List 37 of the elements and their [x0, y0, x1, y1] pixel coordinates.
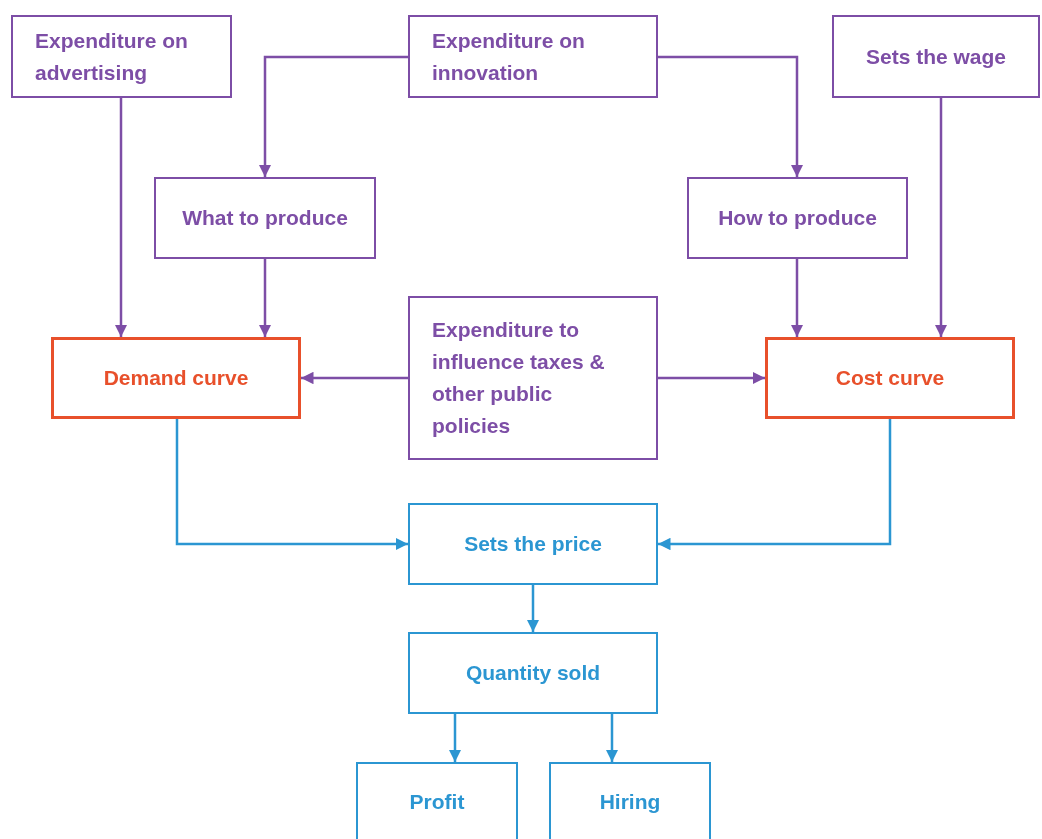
process-box [687, 177, 908, 259]
box-label: Expenditure on advertising [35, 27, 189, 86]
arrow [658, 55, 804, 177]
box-label: How to produce [717, 205, 878, 231]
process-box [408, 632, 658, 714]
box-label: Cost curve [834, 365, 946, 391]
process-box [765, 337, 1015, 419]
arrow [114, 98, 128, 337]
process-box [408, 296, 658, 460]
process-box [154, 177, 376, 259]
arrow [658, 371, 765, 385]
process-box [408, 503, 658, 585]
box-label: Expenditure on innovation [432, 27, 586, 86]
box-label: Hiring [598, 789, 662, 815]
arrow [175, 419, 408, 551]
box-label: Expenditure to influence taxes & other public policies [432, 317, 606, 439]
process-box [356, 762, 518, 839]
box-label: Quantity sold [464, 660, 602, 686]
process-box [549, 762, 711, 839]
arrow [258, 55, 408, 177]
box-label: What to produce [181, 205, 349, 231]
process-box [408, 15, 658, 98]
arrow [258, 259, 272, 337]
process-box [11, 15, 232, 98]
process-box [832, 15, 1040, 98]
box-label: Profit [408, 789, 466, 815]
arrow [526, 585, 540, 632]
arrow [934, 98, 948, 337]
arrow [301, 371, 408, 385]
arrow [605, 714, 619, 762]
arrow [790, 259, 804, 337]
arrow [658, 419, 892, 551]
box-label: Sets the price [463, 531, 603, 557]
box-label: Sets the wage [864, 43, 1008, 70]
process-box [51, 337, 301, 419]
box-label: Demand curve [102, 365, 250, 391]
arrow [448, 714, 462, 762]
